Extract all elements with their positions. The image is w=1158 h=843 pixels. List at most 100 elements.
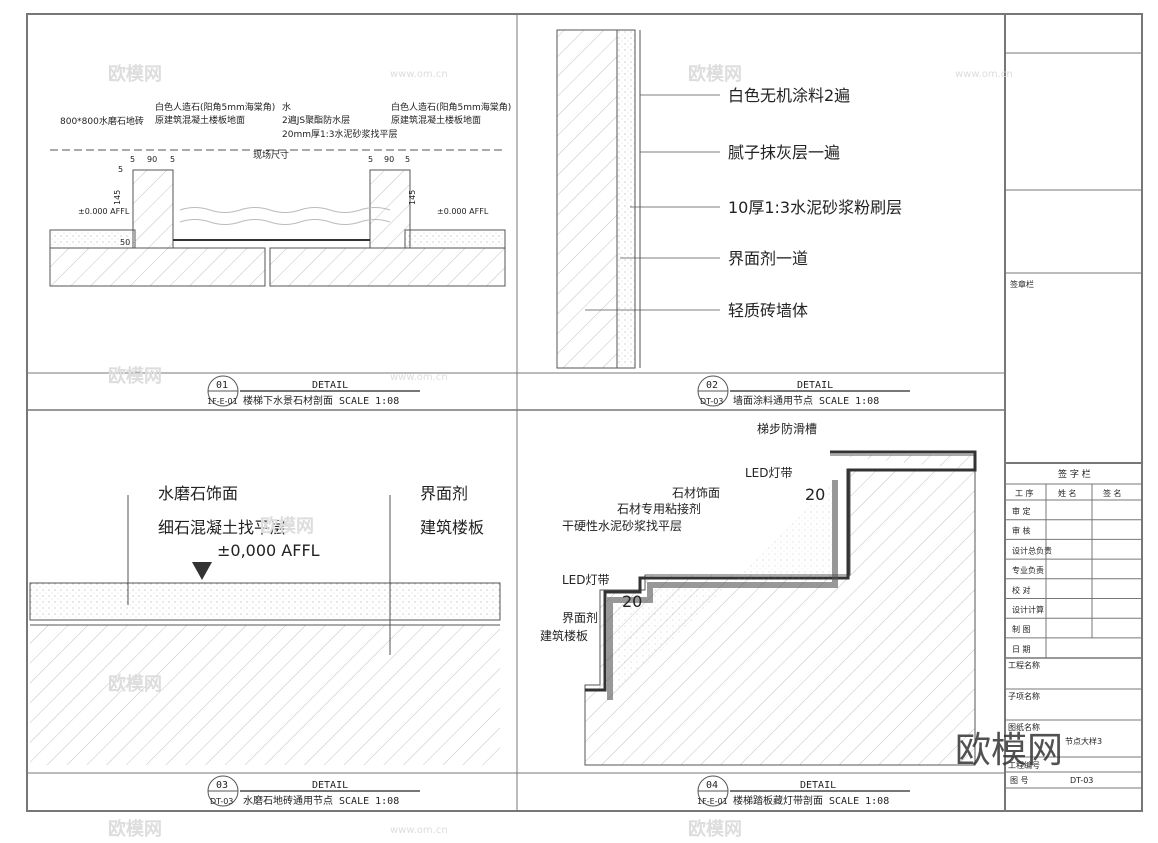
svg-text:90: 90 xyxy=(384,155,394,164)
sign-row-label: 设计计算 xyxy=(1012,605,1044,615)
sign-row-label: 审 定 xyxy=(1012,506,1031,516)
detail-02: 白色无机涂料2遍 腻子抹灰层一遍 10厚1:3水泥砂浆粉刷层 界面剂一道 轻质砖… xyxy=(556,29,902,369)
project-no-label: 工程编号 xyxy=(1008,760,1040,770)
sheet-border xyxy=(26,13,1143,812)
detail-03: 水磨石饰面 细石混凝土找平层 ±0,000 AFFL 界面剂 建筑楼板 xyxy=(29,484,501,765)
svg-text:1F-E-01: 1F-E-01 xyxy=(697,797,728,806)
label: 石材专用粘接剂 xyxy=(617,501,701,516)
svg-text:欧模网: 欧模网 xyxy=(260,515,314,537)
level-mark: ±0.000 AFFL xyxy=(437,207,489,216)
svg-text:DETAIL: DETAIL xyxy=(797,380,833,391)
label: 梯步防滑槽 xyxy=(757,421,817,436)
sub-name-label: 子项名称 xyxy=(1008,691,1040,701)
drawing-name-label: 图纸名称 xyxy=(1008,722,1040,732)
label: 白色人造石(阳角5mm海棠角) xyxy=(391,101,511,113)
svg-text:03: 03 xyxy=(216,780,228,791)
label: LED灯带 xyxy=(745,466,793,480)
svg-text:145: 145 xyxy=(113,190,122,205)
label: 界面剂一道 xyxy=(728,249,808,268)
sign-row-label: 审 核 xyxy=(1012,526,1031,536)
sign-row-label: 校 对 xyxy=(1012,585,1031,595)
label: 白色人造石(阳角5mm海棠角) xyxy=(155,101,275,113)
sign-row-label: 专业负责 xyxy=(1012,565,1044,575)
sign-row-label: 制 图 xyxy=(1012,624,1031,634)
label: 2遍JS聚酯防水层 xyxy=(282,114,350,126)
title-block xyxy=(1005,52,1142,658)
svg-text:楼梯下水景石材剖面 SCALE 1:08: 楼梯下水景石材剖面 SCALE 1:08 xyxy=(243,394,399,407)
label: 原建筑混凝土楼板地面 xyxy=(155,114,245,126)
label: LED灯带 xyxy=(562,573,610,587)
drawing-no-value: DT-03 xyxy=(1070,776,1093,785)
svg-text:50: 50 xyxy=(120,238,130,247)
svg-text:www.om.cn: www.om.cn xyxy=(955,69,1013,80)
level-mark: ±0.000 AFFL xyxy=(78,207,130,216)
svg-text:欧模网: 欧模网 xyxy=(108,818,162,840)
sign-row-label: 设计总负责 xyxy=(1012,545,1052,555)
label: 界面剂 xyxy=(562,610,598,625)
drawing-name-value: 节点大样3 xyxy=(1065,736,1102,746)
label: 白色无机涂料2遍 xyxy=(728,86,850,105)
sign-column-header: 姓 名 xyxy=(1058,488,1077,498)
svg-text:04: 04 xyxy=(706,780,718,791)
title-03: 03 DT-03 DETAIL 水磨石地砖通用节点 SCALE 1:08 xyxy=(207,775,420,807)
label: 水磨石饰面 xyxy=(158,484,238,503)
sign-row-label: 日 期 xyxy=(1012,645,1031,654)
svg-text:欧模网: 欧模网 xyxy=(108,63,162,85)
detail-04: 梯步防滑槽 LED灯带 20 石材饰面 石材专用粘接剂 干硬性水泥砂浆找平层 L… xyxy=(540,421,977,766)
svg-text:www.om.cn: www.om.cn xyxy=(390,825,448,836)
sign-column-header: 工 序 xyxy=(1015,488,1034,498)
level-mark: ±0,000 AFFL xyxy=(217,541,320,560)
svg-text:1F-E-01: 1F-E-01 xyxy=(207,397,238,406)
svg-text:欧模网: 欧模网 xyxy=(955,730,1063,771)
label: 界面剂 xyxy=(420,484,468,503)
svg-text:20: 20 xyxy=(805,485,825,504)
svg-text:水磨石地砖通用节点 SCALE 1:08: 水磨石地砖通用节点 SCALE 1:08 xyxy=(243,794,399,807)
svg-text:DETAIL: DETAIL xyxy=(800,780,836,791)
svg-text:www.om.cn: www.om.cn xyxy=(390,69,448,80)
label: 水 xyxy=(282,101,291,113)
title-01: 01 1F-E-01 DETAIL 楼梯下水景石材剖面 SCALE 1:08 xyxy=(207,375,420,407)
label: 干硬性水泥砂浆找平层 xyxy=(562,518,682,533)
svg-text:DETAIL: DETAIL xyxy=(312,380,348,391)
title-04: 04 1F-E-01 DETAIL 楼梯踏板藏灯带剖面 SCALE 1:08 xyxy=(697,775,910,807)
label: 腻子抹灰层一遍 xyxy=(728,143,840,162)
svg-text:5: 5 xyxy=(405,155,410,164)
svg-text:欧模网: 欧模网 xyxy=(688,63,742,85)
svg-text:90: 90 xyxy=(147,155,157,164)
label: 建筑楼板 xyxy=(540,628,588,643)
label: 10厚1:3水泥砂浆粉刷层 xyxy=(728,198,902,217)
svg-text:DETAIL: DETAIL xyxy=(312,780,348,791)
stamp-label: 签章栏 xyxy=(1010,279,1034,289)
project-name-label: 工程名称 xyxy=(1008,660,1040,670)
svg-text:01: 01 xyxy=(216,380,228,391)
label: 轻质砖墙体 xyxy=(728,301,808,320)
svg-text:02: 02 xyxy=(706,380,718,391)
label: 细石混凝土找平层 xyxy=(158,518,286,537)
detail-01: 800*800水磨石地砖 白色人造石(阳角5mm海棠角) 原建筑混凝土楼板地面 … xyxy=(49,101,511,287)
svg-text:5: 5 xyxy=(130,155,135,164)
svg-text:www.om.cn: www.om.cn xyxy=(390,372,448,383)
svg-text:欧模网: 欧模网 xyxy=(108,673,162,695)
svg-text:20: 20 xyxy=(622,592,642,611)
svg-text:欧模网: 欧模网 xyxy=(108,365,162,387)
svg-text:5: 5 xyxy=(118,165,123,174)
label: 现场尺寸 xyxy=(253,149,289,161)
label: 800*800水磨石地砖 xyxy=(60,115,144,127)
svg-text:欧模网: 欧模网 xyxy=(688,818,742,840)
svg-text:5: 5 xyxy=(368,155,373,164)
svg-text:5: 5 xyxy=(170,155,175,164)
svg-text:DT-03: DT-03 xyxy=(700,397,723,406)
svg-text:145: 145 xyxy=(408,190,417,205)
watermark: 欧模网 www.om.cn 欧模网 www.om.cn 欧模网 www.om.c… xyxy=(108,63,1063,840)
svg-text:墙面涂料通用节点 SCALE 1:08: 墙面涂料通用节点 SCALE 1:08 xyxy=(733,394,879,407)
drawing-no-label: 图 号 xyxy=(1010,776,1029,785)
label: 建筑楼板 xyxy=(420,518,484,537)
label: 原建筑混凝土楼板地面 xyxy=(391,114,481,126)
label: 20mm厚1:3水泥砂浆找平层 xyxy=(282,128,397,140)
sign-header: 签 字 栏 xyxy=(1058,468,1091,480)
svg-text:楼梯踏板藏灯带剖面 SCALE 1:08: 楼梯踏板藏灯带剖面 SCALE 1:08 xyxy=(733,794,889,807)
sign-column-header: 签 名 xyxy=(1103,488,1122,498)
svg-text:DT-03: DT-03 xyxy=(210,797,233,806)
title-02: 02 DT-03 DETAIL 墙面涂料通用节点 SCALE 1:08 xyxy=(697,375,910,407)
